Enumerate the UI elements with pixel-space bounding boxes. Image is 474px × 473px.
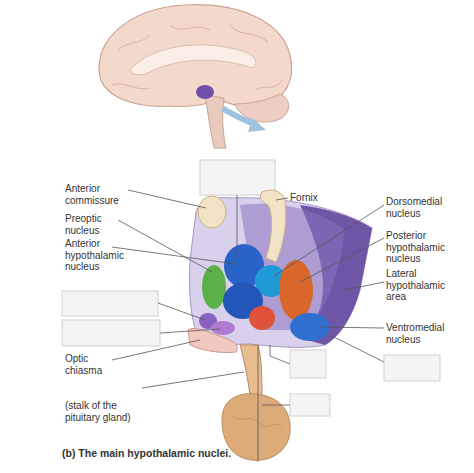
callout-label: Preoptic nucleus: [65, 213, 129, 236]
callout-label: Anterior hypothalamic nucleus: [65, 238, 129, 273]
blank-label-box: [62, 160, 440, 416]
callout-label: Lateral hypothalamic area: [386, 268, 458, 303]
callout-label: (stalk of the pituitary gland): [65, 400, 145, 423]
brain-sagittal: [99, 5, 292, 148]
callout-label: Dorsomedial nucleus: [386, 196, 466, 219]
leader-line: [112, 190, 384, 462]
callout-label: Ventromedial nucleus: [386, 322, 466, 345]
figure-caption: (b) The main hypothalamic nuclei.: [62, 447, 231, 459]
callout-label: Optic chiasma: [65, 353, 127, 376]
callout-label: Anterior commissure: [65, 183, 129, 206]
callout-label: Posterior hypothalamic nucleus: [386, 230, 466, 265]
callout-label: Fornix: [290, 192, 340, 204]
